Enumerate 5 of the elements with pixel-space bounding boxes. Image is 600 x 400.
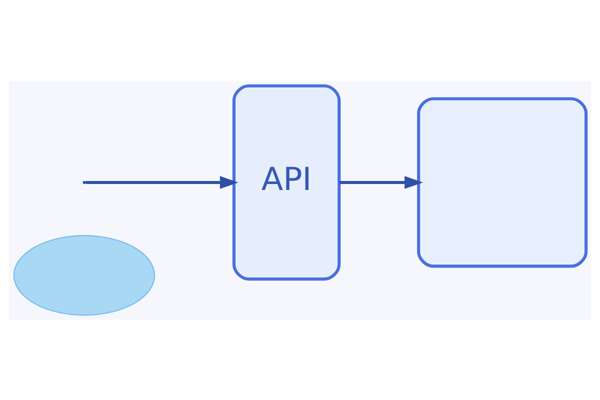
arrow: [339, 176, 423, 188]
node-box: [417, 96, 588, 268]
node-box: API: [232, 84, 341, 280]
arrow: [86, 176, 238, 188]
node-cloud: [13, 234, 156, 316]
